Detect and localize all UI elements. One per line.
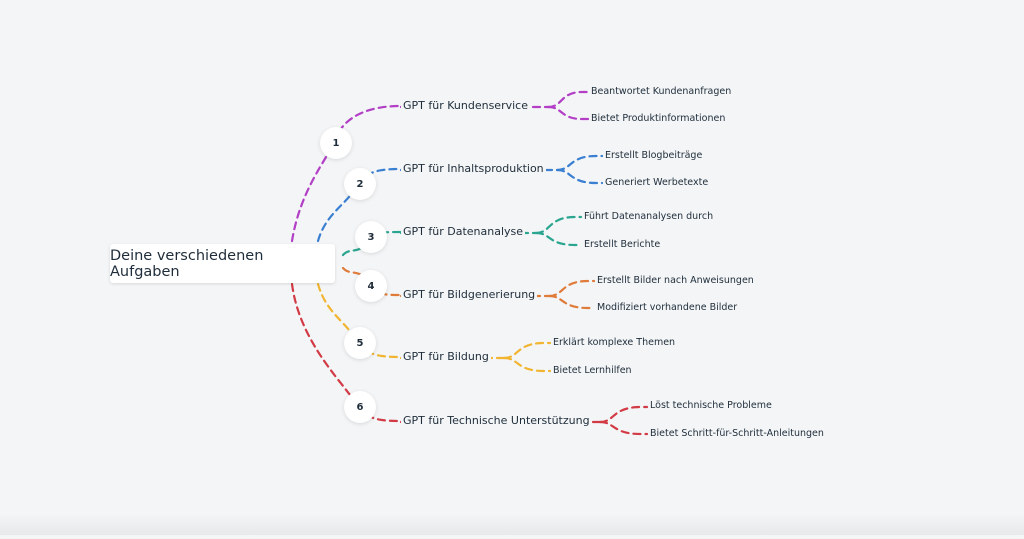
branch-number-5: 5 bbox=[356, 337, 364, 349]
leaf-connector bbox=[598, 405, 649, 424]
branch-number-1: 1 bbox=[332, 137, 340, 149]
leaf-label: Generiert Werbetexte bbox=[605, 177, 709, 188]
leaf-node[interactable]: Löst technische Probleme bbox=[650, 400, 772, 412]
leaf-node[interactable]: Generiert Werbetexte bbox=[605, 177, 708, 189]
leaf-label: Erstellt Berichte bbox=[584, 239, 661, 250]
branch-label-4: GPT für Bildgenerierung bbox=[403, 288, 536, 301]
branch-number-4: 4 bbox=[367, 280, 375, 292]
badge-to-branch-connector bbox=[332, 104, 403, 145]
leaf-node[interactable]: Bietet Schritt-für-Schritt-Anleitungen bbox=[650, 428, 824, 440]
branch-number-badge-6[interactable]: 6 bbox=[344, 391, 376, 423]
branch-number-3: 3 bbox=[367, 231, 375, 243]
leaf-node[interactable]: Erstellt Bilder nach Anweisungen bbox=[597, 275, 754, 287]
leaf-node[interactable]: Erklärt komplexe Themen bbox=[553, 337, 675, 349]
leaf-node[interactable]: Beantwortet Kundenanfragen bbox=[591, 86, 731, 98]
branch-number-badge-1[interactable]: 1 bbox=[320, 127, 352, 159]
branch-node-datenanalyse[interactable]: GPT für Datenanalyse bbox=[401, 225, 526, 239]
leaf-node[interactable]: Bietet Produktinformationen bbox=[591, 113, 725, 125]
branch-node-technische-unterstuetzung[interactable]: GPT für Technische Unterstützung bbox=[401, 414, 592, 428]
branch-number-badge-5[interactable]: 5 bbox=[344, 327, 376, 359]
leaf-label: Erklärt komplexe Themen bbox=[553, 337, 676, 348]
leaf-label: Löst technische Probleme bbox=[650, 400, 772, 411]
leaf-label: Bietet Lernhilfen bbox=[553, 365, 632, 376]
branch-label-1: GPT für Kundenservice bbox=[403, 99, 528, 112]
leaf-connector bbox=[546, 105, 590, 121]
leaf-connector bbox=[502, 341, 552, 360]
branch-node-bildgenerierung[interactable]: GPT für Bildgenerierung bbox=[401, 288, 538, 302]
leaf-node[interactable]: Erstellt Berichte bbox=[584, 239, 660, 251]
leaf-connector bbox=[547, 279, 596, 298]
leaf-label: Modifiziert vorhandene Bilder bbox=[597, 302, 738, 313]
root-to-badge-connector bbox=[290, 141, 336, 243]
leaf-label: Bietet Produktinformationen bbox=[591, 113, 726, 124]
branch-number-badge-2[interactable]: 2 bbox=[344, 168, 376, 200]
leaf-label: Beantwortet Kundenanfragen bbox=[591, 86, 732, 97]
branch-node-bildung[interactable]: GPT für Bildung bbox=[401, 350, 491, 364]
branch-label-5: GPT für Bildung bbox=[403, 350, 489, 363]
leaf-node[interactable]: Bietet Lernhilfen bbox=[553, 365, 632, 377]
leaf-connector bbox=[555, 168, 604, 185]
branch-label-2: GPT für Inhaltsproduktion bbox=[403, 162, 544, 175]
leaf-connector bbox=[534, 231, 583, 247]
branch-number-2: 2 bbox=[356, 178, 364, 190]
branch-node-kundenservice[interactable]: GPT für Kundenservice bbox=[401, 99, 530, 113]
page-bottom-shadow bbox=[0, 513, 1024, 535]
branch-label-6: GPT für Technische Unterstützung bbox=[403, 414, 590, 427]
leaf-connector bbox=[534, 215, 583, 235]
branch-node-inhaltsproduktion[interactable]: GPT für Inhaltsproduktion bbox=[401, 162, 546, 176]
leaf-label: Erstellt Blogbeiträge bbox=[605, 150, 703, 161]
branch-number-badge-3[interactable]: 3 bbox=[355, 221, 387, 253]
leaf-connector bbox=[502, 356, 552, 373]
leaf-connector bbox=[546, 90, 590, 109]
branch-label-3: GPT für Datenanalyse bbox=[403, 225, 524, 238]
leaf-connector bbox=[547, 294, 596, 310]
branch-number-badge-4[interactable]: 4 bbox=[355, 270, 387, 302]
leaf-label: Führt Datenanalysen durch bbox=[584, 211, 714, 222]
leaf-node[interactable]: Führt Datenanalysen durch bbox=[584, 211, 713, 223]
leaf-node[interactable]: Erstellt Blogbeiträge bbox=[605, 150, 702, 162]
leaf-connector bbox=[555, 154, 604, 172]
branch-number-6: 6 bbox=[356, 401, 364, 413]
root-node-label: Deine verschiedenen Aufgaben bbox=[110, 247, 264, 280]
leaf-node[interactable]: Modifiziert vorhandene Bilder bbox=[597, 302, 737, 314]
leaf-connector bbox=[598, 420, 649, 436]
leaf-label: Bietet Schritt-für-Schritt-Anleitungen bbox=[650, 428, 824, 439]
leaf-label: Erstellt Bilder nach Anweisungen bbox=[597, 275, 754, 286]
root-node[interactable]: Deine verschiedenen Aufgaben bbox=[110, 244, 335, 283]
